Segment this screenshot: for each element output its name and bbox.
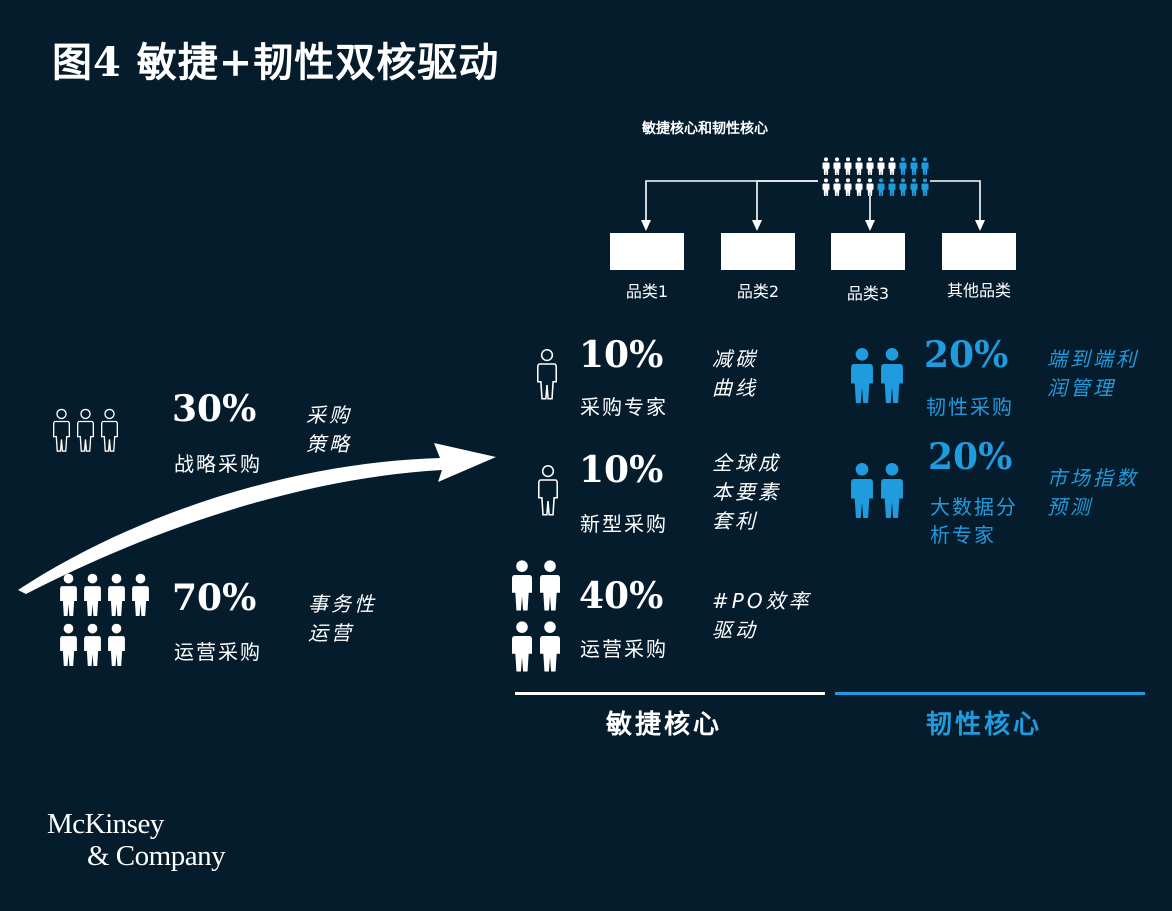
people-group-icon — [822, 157, 929, 196]
agile-core-label: 敏捷核心 — [606, 710, 723, 740]
new-procurement-icon — [538, 464, 558, 516]
strategic-label: 战略采购 — [174, 452, 262, 476]
connector-arrowheads — [641, 220, 985, 231]
agile-core-line — [515, 692, 825, 695]
operational-percent: 70% — [172, 577, 257, 619]
mckinsey-logo: McKinsey & Company — [47, 808, 226, 872]
top-diagram-title: 敏捷核心和韧性核心 — [642, 121, 768, 137]
agile-3-desc: #PO效率 驱动 — [712, 589, 812, 642]
resilience-core-label: 韧性核心 — [926, 710, 1043, 740]
ops-procurement-icon — [512, 560, 560, 672]
agile-2-percent: 10% — [579, 449, 664, 491]
resilience-1-label: 韧性采购 — [926, 395, 1014, 419]
category-box-3 — [831, 233, 905, 270]
connector-lines — [645, 180, 981, 222]
agile-1-desc: 减碳 曲线 — [712, 347, 758, 400]
agile-1-label: 采购专家 — [580, 395, 668, 419]
category-label-other: 其他品类 — [946, 281, 1011, 300]
strategic-percent: 30% — [172, 388, 257, 430]
resilience-2-desc: 市场指数 预测 — [1047, 466, 1139, 519]
operational-desc: 事务性 运营 — [308, 592, 377, 645]
category-label-1: 品类1 — [625, 282, 669, 301]
category-label-2: 品类2 — [736, 282, 780, 301]
operational-label: 运营采购 — [174, 640, 262, 664]
procurement-expert-icon — [537, 348, 557, 400]
strategic-desc: 采购 策略 — [306, 403, 352, 456]
agile-2-desc: 全球成 本要素 套利 — [712, 451, 781, 533]
page-title: 图4 敏捷+韧性双核驱动 — [52, 39, 500, 86]
resilience-core-line — [835, 692, 1145, 695]
category-box-1 — [610, 233, 684, 270]
operational-people-icon — [60, 573, 149, 666]
category-box-2 — [721, 233, 795, 270]
agile-3-label: 运营采购 — [580, 637, 668, 661]
resilience-2-percent: 20% — [928, 436, 1013, 478]
agile-1-percent: 10% — [579, 334, 664, 376]
resilience-procurement-icon — [851, 347, 903, 403]
category-label-3: 品类3 — [846, 284, 890, 303]
growth-arrow — [18, 443, 496, 594]
agile-3-percent: 40% — [579, 575, 664, 617]
strategic-people-icon — [53, 408, 118, 452]
resilience-2-label: 大数据分 析专家 — [930, 495, 1018, 547]
resilience-1-desc: 端到端利 润管理 — [1047, 347, 1139, 400]
big-data-expert-icon — [851, 462, 903, 518]
resilience-1-percent: 20% — [924, 334, 1009, 376]
category-box-other — [942, 233, 1016, 270]
agile-2-label: 新型采购 — [580, 512, 668, 536]
